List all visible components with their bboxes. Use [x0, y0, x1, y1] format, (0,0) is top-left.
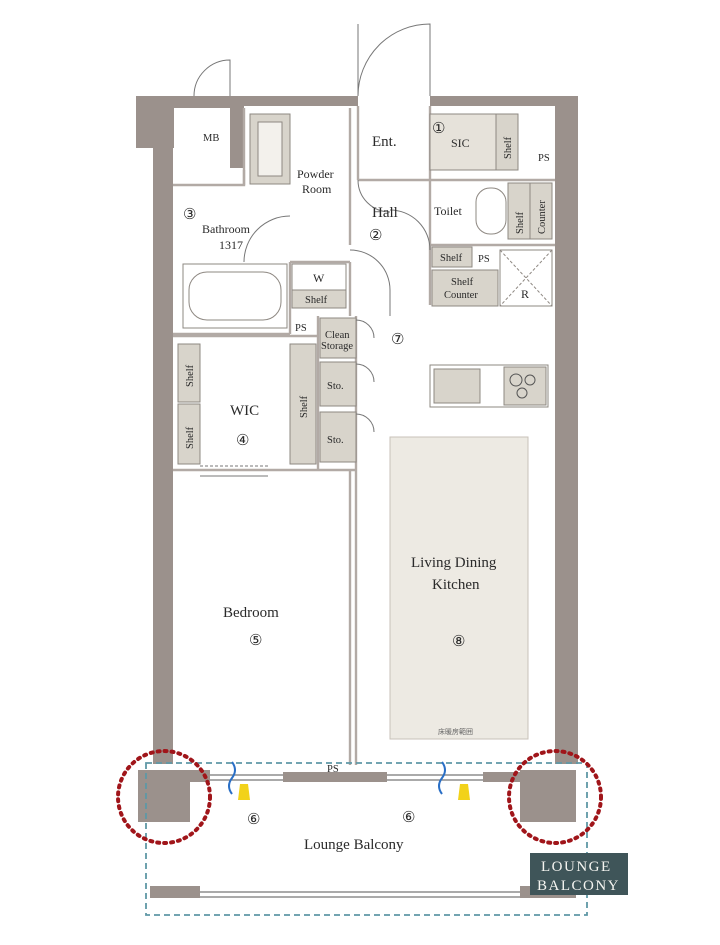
ps-bath-label: PS — [295, 323, 307, 334]
ps-mid-label: PS — [478, 254, 490, 265]
wic-shelf-3-label: Shelf — [299, 395, 310, 418]
refrigerator-label: R — [521, 287, 529, 301]
corridor-number: ⑦ — [391, 332, 404, 348]
wic-number: ④ — [236, 433, 249, 449]
powder-room-label-2: Room — [302, 182, 332, 196]
hall-number: ② — [369, 228, 382, 244]
balcony-number-left: ⑥ — [247, 812, 260, 828]
door-arcs — [193, 23, 431, 477]
wic-label: WIC — [230, 403, 259, 419]
wic-shelf-1-label: Shelf — [185, 364, 196, 387]
kitchen-counter-label-2: Counter — [444, 290, 478, 301]
toilet-shelf-label: Shelf — [515, 211, 526, 234]
badge-line-1: LOUNGE — [541, 859, 612, 875]
entrance-label: Ent. — [372, 134, 397, 150]
sic-number: ① — [432, 121, 445, 137]
clean-storage-label-1: Clean — [325, 330, 350, 341]
kitchen-shelf-label: Shelf — [440, 253, 463, 264]
sto-2-label: Sto. — [327, 435, 344, 446]
balcony-windows — [200, 774, 520, 898]
clean-storage-label-2: Storage — [321, 341, 353, 352]
toilet-counter-label: Counter — [537, 200, 548, 234]
sto-1-label: Sto. — [327, 381, 344, 392]
sic-shelf-label: Shelf — [503, 136, 514, 159]
washroom-shelf-label: Shelf — [305, 295, 328, 306]
bedroom-label: Bedroom — [223, 605, 279, 621]
refrigerator-cross — [499, 249, 553, 307]
lounge-balcony-badge: LOUNGE BALCONY — [530, 853, 628, 895]
balcony-label: Lounge Balcony — [304, 837, 404, 853]
ps-bottom-label: PS — [327, 764, 339, 775]
toilet-label: Toilet — [434, 204, 462, 218]
cooktop-burners — [509, 373, 536, 399]
mb-label: MB — [203, 133, 219, 144]
corner-highlights — [116, 749, 603, 845]
bathroom-label: Bathroom — [202, 222, 251, 236]
powder-room-label-1: Powder — [297, 167, 334, 181]
floor-heating-area — [389, 436, 529, 740]
balcony-number-right: ⑥ — [402, 810, 415, 826]
ldk-label-1: Living Dining — [411, 555, 497, 571]
fixtures — [177, 113, 553, 465]
ldk-number: ⑧ — [452, 634, 465, 650]
badge-line-2: BALCONY — [537, 878, 620, 894]
bathroom-number: ③ — [183, 207, 196, 223]
ldk-label-2: Kitchen — [432, 577, 480, 593]
bedroom-number: ⑤ — [249, 633, 262, 649]
ps-top-label: PS — [538, 153, 550, 164]
w-label: W — [313, 271, 325, 285]
hall-label: Hall — [372, 205, 398, 221]
sic-label: SIC — [451, 136, 470, 150]
wic-shelf-2-label: Shelf — [185, 426, 196, 449]
bathroom-size: 1317 — [219, 238, 243, 252]
kitchen-counter-label-1: Shelf — [451, 277, 474, 288]
vent-markers — [228, 761, 470, 800]
floor-heating-note: 床暖房範囲 — [438, 727, 473, 736]
